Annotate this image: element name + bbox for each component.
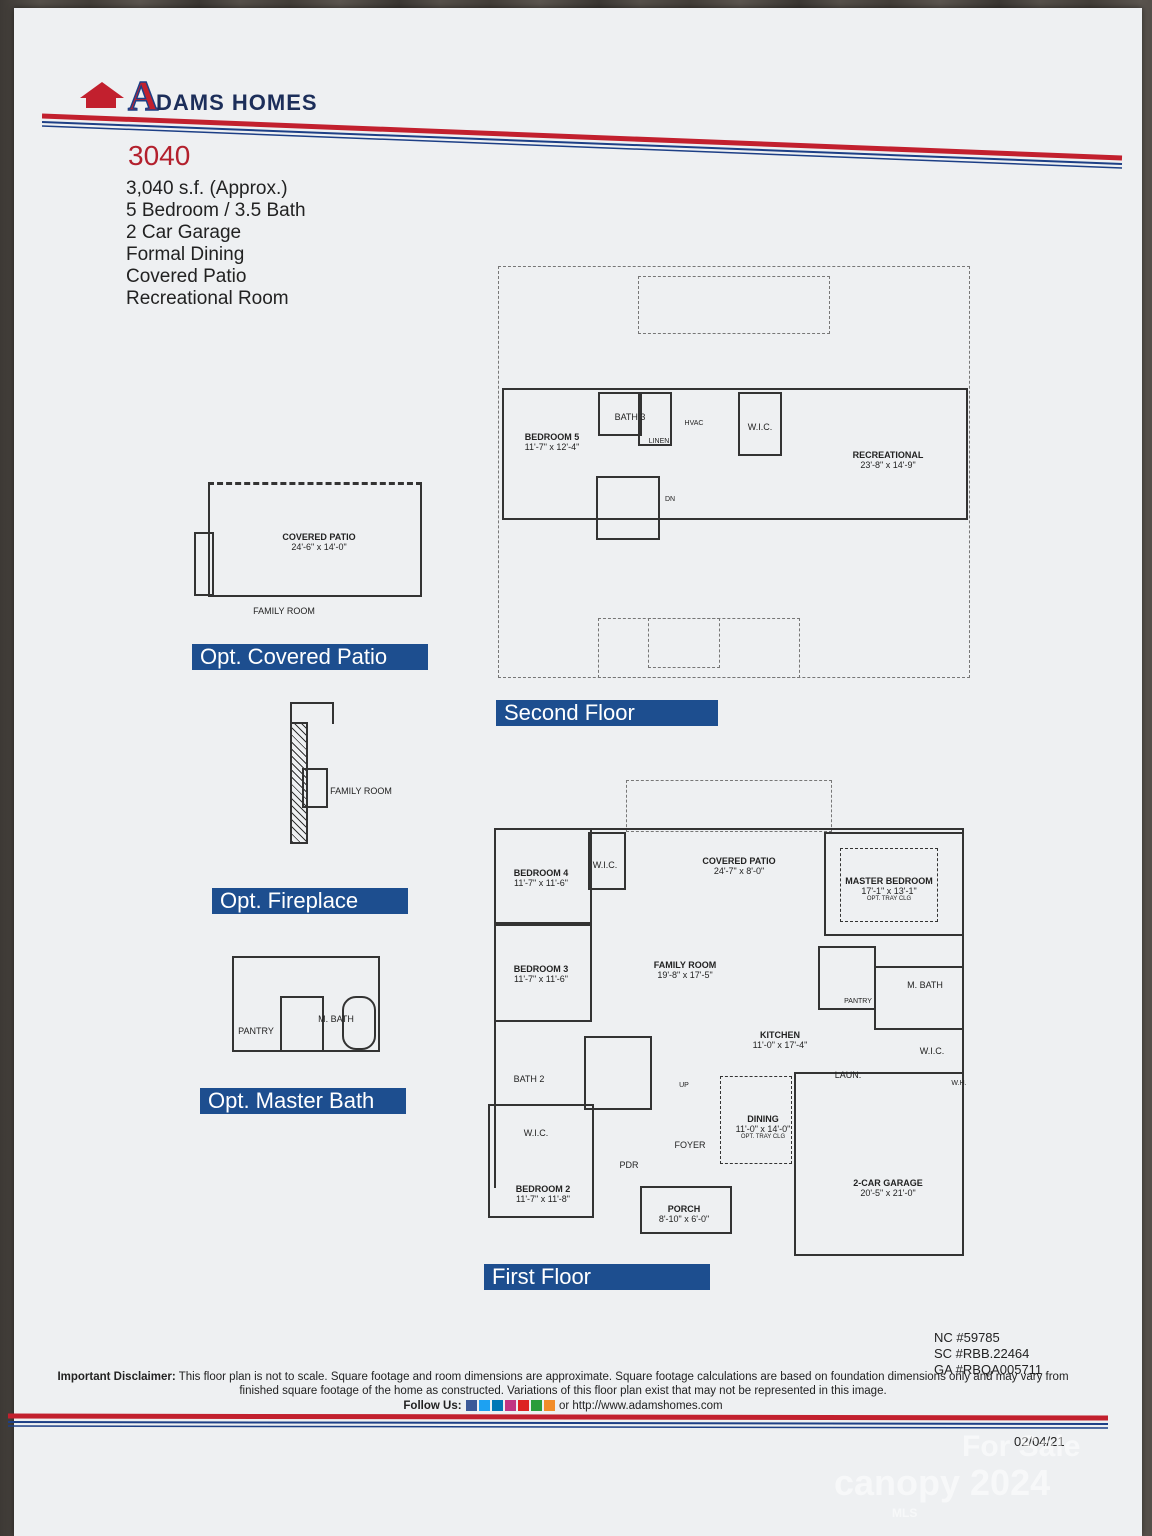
mbath-label: M. BATH	[907, 980, 943, 990]
foyer-label: FOYER	[674, 1140, 706, 1150]
brand-name: DAMS HOMES	[156, 90, 318, 115]
wh-label: W.H.	[951, 1080, 967, 1087]
dining-label: DINING	[747, 1114, 779, 1124]
dining-dims: 11'-0" x 14'-0"	[735, 1124, 791, 1134]
family-room-first-dims: 19'-8" x 17'-5"	[657, 970, 713, 980]
master-note: OPT. TRAY CLG	[866, 896, 912, 902]
bath2-label: BATH 2	[513, 1074, 545, 1084]
feature-item: Recreational Room	[126, 288, 289, 309]
youtube-icon[interactable]	[517, 1400, 529, 1412]
porch-dims: 8'-10" x 6'-0"	[658, 1214, 710, 1224]
pantry-label: PANTRY	[844, 998, 872, 1005]
master-bedroom-dims: 17'-1" x 13'-1"	[861, 886, 917, 896]
adams-homes-logo: A	[80, 72, 170, 121]
rss-icon[interactable]	[543, 1400, 555, 1412]
license-ga: GA #RBQA005711	[934, 1362, 1043, 1377]
bedroom4-label: BEDROOM 4	[513, 868, 569, 878]
bedroom2-dims: 11'-7" x 11'-8"	[515, 1194, 571, 1204]
svg-text:A: A	[128, 74, 159, 114]
second-floor-band: Second Floor	[496, 700, 718, 726]
feature-item: Covered Patio	[126, 266, 247, 287]
family-room-label: FAMILY ROOM	[253, 606, 315, 616]
facebook-icon[interactable]	[465, 1400, 477, 1412]
bedroom3-dims: 11'-7" x 11'-6"	[513, 974, 569, 984]
floor-plan-sheet: A DAMS HOMES 3040 3,040 s.f. (Approx.) 5…	[8, 8, 1142, 1536]
bedroom4-dims: 11'-7" x 11'-6"	[513, 878, 569, 888]
license-list: NC #59785 SC #RBB.22464 GA #RBQA005711	[934, 1330, 1042, 1378]
family-room-first-label: FAMILY ROOM	[653, 960, 717, 970]
twitter-icon[interactable]	[478, 1400, 490, 1412]
first-patio-label: COVERED PATIO	[702, 856, 776, 866]
disclaimer-text: This floor plan is not to scale. Square …	[178, 1371, 1069, 1397]
model-number: 3040	[128, 140, 191, 171]
bedroom5-dims: 11'-7" x 12'-4"	[524, 442, 580, 452]
house-logo-icon: A	[80, 73, 160, 121]
feature-item: 2 Car Garage	[126, 222, 242, 243]
first-patio-dims: 24'-7" x 8'-0"	[713, 866, 765, 876]
bedroom5-label: BEDROOM 5	[524, 432, 580, 442]
opt-covered-patio-band: Opt. Covered Patio	[192, 644, 428, 670]
patio-label: COVERED PATIO	[282, 532, 356, 542]
fireplace-family-room-label: FAMILY ROOM	[330, 786, 392, 796]
feature-item: 3,040 s.f. (Approx.)	[126, 178, 288, 199]
instagram-icon[interactable]	[504, 1400, 516, 1412]
dn-label: DN	[664, 496, 676, 503]
bedroom2-label: BEDROOM 2	[515, 1184, 571, 1194]
header-stripes	[42, 113, 1123, 169]
bath3-label: BATH 3	[614, 412, 646, 422]
laundry-label: LAUN.	[834, 1070, 862, 1080]
opt-master-bath-band: Opt. Master Bath	[200, 1088, 406, 1114]
garage-label: 2-CAR GARAGE	[853, 1178, 923, 1188]
patio-dims: 24'-6" x 14'-0"	[291, 542, 347, 552]
follow-row: Follow Us: or http://www.adamshomes.com	[38, 1399, 1088, 1413]
dining-note: OPT. TRAY CLG	[740, 1134, 786, 1140]
feature-item: Formal Dining	[126, 244, 245, 265]
feature-list: 3,040 s.f. (Approx.) 5 Bedroom / 3.5 Bat…	[126, 178, 306, 310]
watermark-mls: MLS	[892, 1506, 918, 1520]
hvac-label: HVAC	[684, 420, 704, 427]
pdr-label: PDR	[619, 1160, 639, 1170]
kitchen-label: KITCHEN	[760, 1030, 800, 1040]
opt-master-bath-plan: PANTRY M. BATH	[232, 956, 382, 1056]
disclaimer-label: Important Disclaimer:	[57, 1371, 176, 1383]
license-sc: SC #RBB.22464	[934, 1346, 1030, 1361]
up-label: UP	[679, 1082, 689, 1089]
bedroom4-wic-label: W.I.C.	[592, 860, 618, 870]
footer-stripes	[8, 1413, 1109, 1429]
opt-fireplace-band: Opt. Fireplace	[212, 888, 408, 914]
opt-mbath-label: M. BATH	[318, 1014, 354, 1024]
garage-dims: 20'-5" x 21'-0"	[860, 1188, 916, 1198]
kitchen-dims: 11'-0" x 17'-4"	[752, 1040, 808, 1050]
rec-room-dims: 23'-8" x 14'-9"	[860, 460, 916, 470]
disclaimer: Important Disclaimer: This floor plan is…	[38, 1370, 1088, 1413]
rec-room-label: RECREATIONAL	[852, 450, 924, 460]
feature-item: 5 Bedroom / 3.5 Bath	[126, 200, 306, 221]
watermark-for-sale: For Sale	[962, 1430, 1081, 1463]
linkedin-icon[interactable]	[491, 1400, 503, 1412]
follow-label: Follow Us:	[403, 1400, 462, 1412]
url-prefix: or	[558, 1400, 570, 1412]
social-icons	[465, 1400, 559, 1412]
first-floor-band: First Floor	[484, 1264, 710, 1290]
master-wic-label: W.I.C.	[919, 1046, 945, 1056]
linen-label: LINEN	[648, 438, 670, 445]
second-wic-label: W.I.C.	[747, 422, 773, 432]
license-nc: NC #59785	[934, 1330, 1000, 1345]
bath2-wic-label: W.I.C.	[523, 1128, 549, 1138]
opt-pantry-label: PANTRY	[238, 1026, 274, 1036]
website-link[interactable]: http://www.adamshomes.com	[572, 1400, 723, 1412]
plan-date: 02/04/21	[1014, 1434, 1065, 1449]
watermark-canopy: canopy 2024	[834, 1462, 1051, 1503]
opt-fireplace-plan: FAMILY ROOM	[290, 702, 392, 844]
master-bedroom-label: MASTER BEDROOM	[845, 876, 933, 886]
houzz-icon[interactable]	[530, 1400, 542, 1412]
porch-label: PORCH	[667, 1204, 701, 1214]
bedroom3-label: BEDROOM 3	[513, 964, 569, 974]
